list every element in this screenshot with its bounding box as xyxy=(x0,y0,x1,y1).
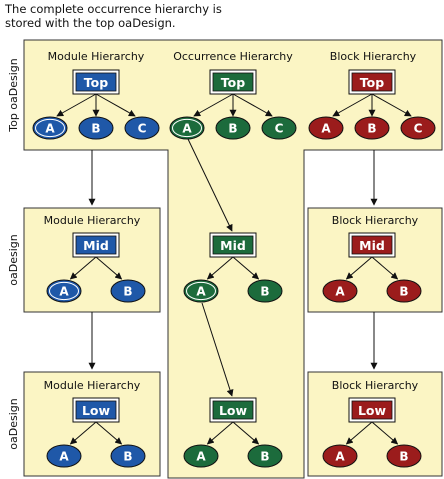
block-top-top-cell xyxy=(351,72,393,92)
block-low-edge-a xyxy=(345,421,373,445)
module-top-node-a xyxy=(32,116,68,140)
block-top-node-a-label: A xyxy=(321,122,331,136)
row-label-top: Top oaDesign xyxy=(7,58,20,133)
occurrence-top-node-b-label: B xyxy=(228,122,237,136)
block-low-low-cell xyxy=(351,400,393,420)
block-mid-title: Block Hierarchy xyxy=(332,214,419,227)
block-low-low-cell-label: Low xyxy=(358,403,387,418)
block-low-node-b xyxy=(386,444,422,468)
module-low-low-cell xyxy=(75,400,117,420)
caption-line-2: stored with the top oaDesign. xyxy=(5,16,176,30)
occurrence-low-node-b-label: B xyxy=(260,450,269,464)
block-low-node-b-label: B xyxy=(399,450,408,464)
module-mid-edge-b xyxy=(95,256,123,280)
occurrence-hierarchy-header: Occurrence Hierarchy xyxy=(173,50,293,63)
caption-line-1: The complete occurrence hierarchy is xyxy=(5,2,222,16)
module-mid-node-a-ring xyxy=(49,281,79,301)
row-label-low: oaDesign xyxy=(7,398,20,449)
occurrence-top-node-a-label: A xyxy=(182,122,192,136)
arrow-occurrence-mid-a-to-low xyxy=(201,302,234,397)
occurrence-low-node-a-label: A xyxy=(196,450,206,464)
module-low-node-a xyxy=(46,444,82,468)
module-top-node-b xyxy=(78,116,114,140)
occurrence-mid-node-a xyxy=(183,279,219,303)
module-top-edge-a xyxy=(56,93,97,117)
occurrence-mid-node-b xyxy=(247,279,283,303)
module-mid-node-b xyxy=(110,279,146,303)
block-mid-edge-a xyxy=(345,256,373,280)
module-low-edge-b xyxy=(95,421,123,445)
module-mid-mid-cell xyxy=(75,235,117,255)
module-mid-node-b-label: B xyxy=(123,285,132,299)
module-top-top-cell-label: Top xyxy=(84,75,108,90)
module-low-node-b xyxy=(110,444,146,468)
block-top-edge-c xyxy=(371,93,412,117)
module-mid-node-a-label: A xyxy=(59,285,69,299)
module-top-top-cell xyxy=(75,72,117,92)
occurrence-mid-mid-cell xyxy=(212,235,254,255)
occurrence-top-node-c xyxy=(261,116,297,140)
block-mid-node-b xyxy=(386,279,422,303)
occurrence-mid-edge-a xyxy=(206,256,234,280)
block-mid-mid-cell-label: Mid xyxy=(359,238,385,253)
module-top-edge-c xyxy=(95,93,136,117)
occurrence-top-edge-c xyxy=(232,93,273,117)
module-top-node-c-label: C xyxy=(138,122,147,136)
block-low-edge-b xyxy=(371,421,399,445)
block-mid-mid-cell xyxy=(351,235,393,255)
module-top-node-b-label: B xyxy=(91,122,100,136)
arrow-occurrence-a-to-mid xyxy=(187,138,233,232)
block-mid-node-a-label: A xyxy=(335,285,345,299)
block-top-node-a xyxy=(308,116,344,140)
module-top-node-a-ring xyxy=(35,118,65,138)
block-top-node-c xyxy=(400,116,436,140)
block-low-title: Block Hierarchy xyxy=(332,379,419,392)
block-top-node-b xyxy=(354,116,390,140)
occurrence-mid-node-a-ring xyxy=(186,281,216,301)
occurrence-top-node-a-ring xyxy=(172,118,202,138)
occurrence-low-low-cell xyxy=(212,400,254,420)
module-mid-mid-cell-label: Mid xyxy=(83,238,109,253)
block-low-node-a-label: A xyxy=(335,450,345,464)
occurrence-mid-node-b-label: B xyxy=(260,285,269,299)
occurrence-top-top-cell xyxy=(212,72,254,92)
block-mid-node-b-label: B xyxy=(399,285,408,299)
module-low-title: Module Hierarchy xyxy=(44,379,141,392)
occurrence-top-node-a xyxy=(169,116,205,140)
block-top-top-cell-label: Top xyxy=(360,75,384,90)
module-mid-edge-a xyxy=(69,256,97,280)
block-top-node-b-label: B xyxy=(367,122,376,136)
occurrence-mid-node-a-label: A xyxy=(196,285,206,299)
occurrence-low-low-cell-label: Low xyxy=(219,403,248,418)
module-low-edge-a xyxy=(69,421,97,445)
top-design-panel xyxy=(23,39,443,479)
occurrence-mid-edge-b xyxy=(232,256,260,280)
module-low-low-cell-label: Low xyxy=(82,403,111,418)
occurrence-top-node-c-label: C xyxy=(275,122,284,136)
occurrence-top-edge-a xyxy=(193,93,234,117)
occurrence-mid-mid-cell-label: Mid xyxy=(220,238,246,253)
module-top-node-c xyxy=(124,116,160,140)
occurrence-top-top-cell-label: Top xyxy=(221,75,245,90)
occurrence-low-edge-a xyxy=(206,421,234,445)
block-top-node-c-label: C xyxy=(414,122,423,136)
occurrence-low-node-b xyxy=(247,444,283,468)
block-mid-edge-b xyxy=(371,256,399,280)
module-hierarchy-header: Module Hierarchy xyxy=(48,50,145,63)
occurrence-low-edge-b xyxy=(232,421,260,445)
module-low-node-b-label: B xyxy=(123,450,132,464)
module-mid-title: Module Hierarchy xyxy=(44,214,141,227)
module-low-node-a-label: A xyxy=(59,450,69,464)
block-top-edge-a xyxy=(332,93,373,117)
diagram-caption: The complete occurrence hierarchy is sto… xyxy=(5,2,265,30)
row-label-mid: oaDesign xyxy=(7,234,20,285)
module-mid-node-a xyxy=(46,279,82,303)
occurrence-top-node-b xyxy=(215,116,251,140)
block-mid-node-a xyxy=(322,279,358,303)
module-top-node-a-label: A xyxy=(45,122,55,136)
block-hierarchy-header: Block Hierarchy xyxy=(330,50,417,63)
block-low-node-a xyxy=(322,444,358,468)
occurrence-low-node-a xyxy=(183,444,219,468)
